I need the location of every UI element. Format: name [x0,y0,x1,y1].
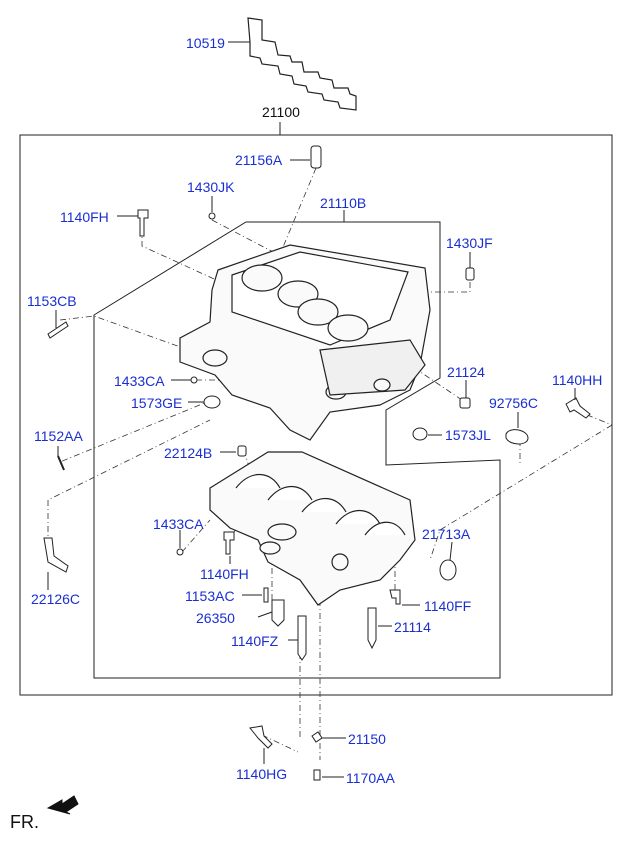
dowel-pin-21156A [310,145,322,169]
bolt-1140HG [249,725,273,749]
part-label-1140HG[interactable]: 1140HG [236,766,288,782]
bolt-1170AA [313,769,321,781]
part-label-1153AC[interactable]: 1153AC [185,588,235,604]
oring-92756C [505,429,529,445]
part-label-21124[interactable]: 21124 [447,364,485,380]
part-label-1573JL[interactable]: 1573JL [445,427,491,443]
part-label-26350[interactable]: 26350 [196,610,235,626]
part-label-21713A[interactable]: 21713A [422,526,471,542]
seal-21713A [439,559,457,581]
pin-1153AC [263,587,269,603]
plug-1430JK [208,212,216,220]
plug-1430JF [465,267,475,281]
part-label-10519[interactable]: 10519 [186,35,225,51]
part-label-21114[interactable]: 21114 [394,619,431,635]
part-label-1433CA-low[interactable]: 1433CA [153,516,204,532]
part-label-1153CB[interactable]: 1153CB [27,293,77,309]
part-label-21150[interactable]: 21150 [348,731,386,747]
part-label-1140FH-low[interactable]: 1140FH [200,566,249,582]
part-label-1140HH[interactable]: 1140HH [552,372,603,388]
bolt-1140FZ [297,615,307,661]
assembly-frame-inner [93,221,501,679]
part-label-1433CA-top[interactable]: 1433CA [114,373,165,389]
bolt-21114 [367,607,377,650]
bracket-21150 [311,731,323,743]
part-label-1140FZ[interactable]: 1140FZ [231,633,279,649]
head-gasket-part [247,17,357,111]
plug-22124B [237,445,247,457]
part-label-1430JK[interactable]: 1430JK [187,179,235,195]
part-label-22124B[interactable]: 22124B [164,445,213,461]
part-label-1170AA[interactable]: 1170AA [346,770,395,786]
bolt-1140HH [565,397,591,419]
bolt-1140FF [389,589,401,605]
assembly-frame-outer [19,134,613,696]
bolt-1140FH-low [223,531,235,555]
assembly-number-label: 21100 [262,104,300,120]
part-label-1140FH-top[interactable]: 1140FH [60,209,109,225]
pin-1152AA [57,455,65,471]
part-label-1573GE[interactable]: 1573GE [131,395,183,411]
sensor-26350 [271,599,285,627]
plug-1433CA-low [176,548,184,556]
seal-1573GE [203,395,221,409]
part-label-1430JF[interactable]: 1430JF [446,235,493,251]
upper-cylinder-block-part [179,244,431,441]
plug-1433CA-top [190,376,198,384]
part-label-1140FF[interactable]: 1140FF [424,598,472,614]
seal-1573JL [412,427,428,441]
part-label-21156A[interactable]: 21156A [235,152,283,168]
front-direction-arrow [46,795,79,815]
part-label-1152AA[interactable]: 1152AA [34,428,83,444]
bolt-1140FH-top [137,209,149,237]
pipe-22126C [43,537,69,573]
part-label-21110B[interactable]: 21110B [320,195,367,211]
front-direction-label: FR. [10,812,39,832]
pin-1153CB [47,321,69,339]
part-label-22126C[interactable]: 22126C [31,591,81,607]
pin-21124 [459,397,471,409]
lower-crankcase-part [209,451,416,606]
part-label-92756C[interactable]: 92756C [489,395,539,411]
